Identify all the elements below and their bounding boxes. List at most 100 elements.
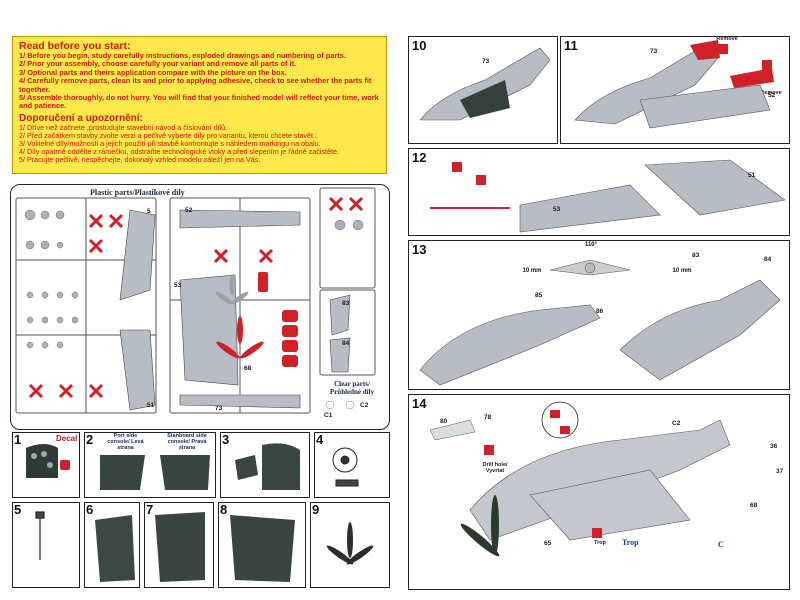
- propeller-14: [460, 495, 500, 557]
- sprue-frame-c: [319, 187, 376, 376]
- label-80: 80: [440, 418, 448, 425]
- drill-hole-label: Drill hole/ Vyvrtat: [482, 462, 508, 474]
- propeller-part-65: [216, 316, 264, 359]
- consoles: [100, 455, 210, 490]
- label-65: 65: [544, 540, 552, 547]
- sprue-label-52: 52: [185, 207, 193, 214]
- label-51: 51: [748, 172, 756, 179]
- label-86: 86: [596, 308, 604, 315]
- cockpit-floor-6: [95, 515, 135, 582]
- lower-wing-12: [519, 184, 661, 233]
- wing-part-53: [179, 274, 239, 386]
- tail-part-84: [329, 337, 351, 373]
- trop-label-2: C: [718, 540, 724, 549]
- label-78: 78: [484, 414, 492, 421]
- intro-line-en-5: 5/ Assemble thoroughly, do not hurry. Yo…: [19, 93, 379, 111]
- step-2-number: 2: [86, 432, 94, 447]
- dihedral-angle: 110°: [584, 242, 598, 248]
- left-page: Read before you start: 1/ Before you beg…: [10, 36, 390, 588]
- intro-line-en-3: 3/ Optional parts and theirs application…: [19, 67, 287, 77]
- sprue-label-84: 84: [342, 340, 350, 347]
- instrument-panel: [26, 444, 58, 478]
- propeller-part-56: [215, 275, 249, 305]
- sprue-label-c1: C1: [324, 412, 333, 419]
- fuselage-wing-13: [619, 279, 781, 381]
- sprue-label-5: 5: [147, 208, 151, 215]
- label-53: 53: [553, 206, 561, 213]
- step-11-remove-1: Remove: [716, 36, 738, 42]
- step-14-number: 14: [412, 396, 427, 411]
- label-36: 36: [770, 443, 778, 450]
- step-1-decal: Decal: [56, 434, 78, 443]
- left-steps-drawing: [26, 443, 374, 582]
- label-52: 52: [768, 92, 776, 99]
- step-11-remove-2: Remove: [760, 90, 782, 96]
- step-2-panel: [84, 432, 216, 498]
- wing-part-51: [119, 329, 156, 411]
- step-6-number: 6: [86, 502, 94, 517]
- fuselage-13: [419, 304, 601, 386]
- dihedral-left-mm: 10 mm: [522, 268, 542, 274]
- intro-line-cz-2: 2/ Před začátkem stavby zvolte verzi a p…: [19, 130, 318, 140]
- label-c2: C2: [672, 420, 681, 427]
- intro-title-cz: Doporučení a upozornění:: [19, 112, 143, 124]
- step-3-panel: [220, 432, 310, 498]
- step-2-starboard-title: Stanboard side console/ Pravá strana: [167, 433, 207, 451]
- tail-part-83: [329, 294, 351, 336]
- sprue-label-68: 68: [244, 365, 252, 372]
- step-8-panel: [218, 502, 306, 588]
- intro-title-en: Read before you start:: [19, 40, 131, 52]
- step-2-port-title: Port side console/ Levá strana: [107, 433, 144, 451]
- step-4-panel: [314, 432, 390, 498]
- propeller-assembly: [326, 522, 374, 565]
- intro-box: Read before you start: 1/ Before you beg…: [12, 36, 387, 174]
- intro-line-cz-5: 5/ Pracujte pečlivě, nespěchejte, dokona…: [19, 155, 261, 165]
- label-37: 37: [776, 468, 784, 475]
- cockpit-tub-8: [230, 515, 295, 582]
- step-11-number: 11: [564, 38, 578, 53]
- step-6-panel: [84, 502, 140, 588]
- step-7-panel: [144, 502, 214, 588]
- wing-part-5: [119, 209, 156, 301]
- sprue-label-c2: C2: [360, 402, 369, 409]
- step-12-number: 12: [412, 150, 427, 165]
- label-73-a: 73: [482, 58, 490, 65]
- crossed-parts: [28, 196, 364, 399]
- option-label: Trop: [594, 540, 606, 546]
- upper-wing-12: [644, 159, 786, 216]
- sprue-label-73: 73: [215, 405, 223, 412]
- step-8-number: 8: [220, 502, 228, 517]
- dihedral-right-mm: 10 mm: [672, 268, 692, 274]
- trop-label-1: Trop: [622, 538, 639, 547]
- aircraft-14: [469, 419, 731, 541]
- step-1-number: 1: [14, 432, 22, 447]
- step-14-panel: [408, 394, 790, 590]
- label-68: 68: [750, 502, 758, 509]
- step-13-number: 13: [412, 242, 427, 257]
- clear-parts-title: Clear parts/ Průhledné díly: [329, 380, 375, 396]
- step-4-number: 4: [316, 432, 324, 447]
- canopy-parts: [429, 419, 476, 441]
- control-stick: [35, 511, 45, 560]
- label-85: 85: [535, 292, 543, 299]
- wheel-assembly: [332, 447, 359, 487]
- step-1-panel: [12, 432, 80, 498]
- fuselage-part-52: [179, 209, 301, 229]
- sprue-label-53: 53: [174, 282, 182, 289]
- step-7-number: 7: [146, 502, 154, 517]
- step-3-number: 3: [222, 432, 230, 447]
- intro-line-en-1: 1/ Before you begin, study carefully ins…: [19, 51, 346, 60]
- red-bars: [258, 272, 298, 367]
- fuselage-half-10: [419, 47, 551, 121]
- step-5-number: 5: [14, 502, 22, 517]
- right-steps-drawing: [419, 40, 786, 557]
- intro-line-cz-4: 4/ Díly opatrně oddělte z rámečku, odstr…: [19, 147, 340, 157]
- sprue-label-83: 83: [342, 300, 350, 307]
- intro-line-cz-1: 1/ Dříve než začnete ,prostudujte staveb…: [19, 122, 228, 132]
- step-5-panel: [12, 502, 80, 588]
- label-73-b: 73: [650, 48, 658, 55]
- fuselage-half-11: [574, 44, 719, 125]
- step-10-number: 10: [412, 38, 427, 53]
- decal-icon: [60, 460, 70, 470]
- sprue-drawing: [15, 187, 376, 414]
